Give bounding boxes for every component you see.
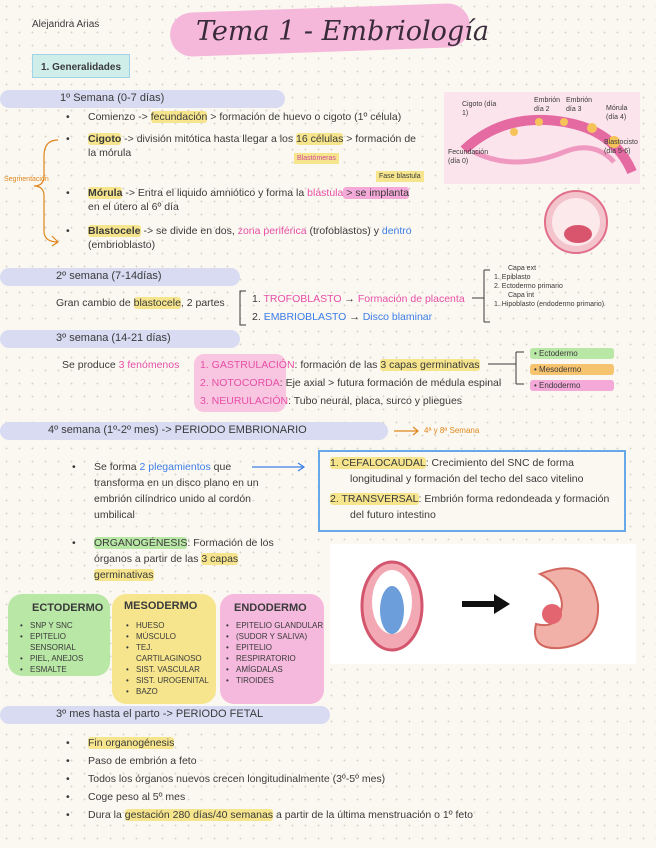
phenomenon-notocorda: 2. NOTOCORDA: Eje axial > futura formaci… [200, 377, 502, 389]
week4-item-1-l4: umbilical [94, 509, 135, 521]
week1-heading: 1º Semana (0-7 días) [60, 92, 165, 104]
label-embrion-3: Embrión día 3 [566, 97, 593, 113]
endo-item: EPITELIO [226, 642, 324, 653]
week2-side-notes: Capa ext 1. Epiblasto 2. Ectodermo prima… [494, 264, 604, 309]
layers-connector [488, 351, 524, 385]
fold-arrow [252, 462, 306, 472]
label-embrion-2: Embrión día 2 [534, 97, 561, 113]
ectodermo-title: ECTODERMO [32, 602, 104, 614]
week2-heading: 2º semana (7-14días) [56, 270, 162, 282]
week1-item-4: Blastocele -> se divide en dos, zona per… [66, 224, 412, 238]
author-name: Alejandra Arias [32, 19, 100, 30]
week4-arrow-note: 4ª y 8ª Semana [424, 426, 480, 435]
fetal-bar: 3º mes hasta el parto -> PERIODO FETAL [0, 706, 330, 724]
week3-pink-highlight [194, 354, 286, 412]
week2-bracket [239, 290, 246, 326]
meso-item: SIST. VASCULAR [126, 664, 216, 675]
embryo-drawing [360, 560, 600, 652]
fold-transversal-cont: del futuro intestino [350, 509, 436, 521]
fold-transversal: 2. TRANSVERSAL: Embrión forma redondeada… [330, 493, 610, 505]
week1-item-3: Mórula -> Entra el liquido amniótico y f… [66, 186, 410, 200]
section-heading: 1. Generalidades [32, 54, 131, 78]
week3-heading: 3º semana (14-21 días) [56, 332, 171, 344]
segmentation-note: Segmentación [4, 176, 49, 183]
week4-item-1: Se forma 2 plegamientos que [72, 460, 231, 474]
endo-item: (SUDOR Y SALIVA) [226, 631, 324, 642]
week4-item-1-l3: embrión cilíndrico unido al cordón [94, 493, 252, 505]
week1-bar: 1º Semana (0-7 días) [0, 90, 285, 108]
fetal-heading: 3º mes hasta el parto -> PERIODO FETAL [56, 708, 264, 720]
week4-item-2-l2: órganos a partir de las 3 capas [94, 553, 239, 565]
week1-item-2: Cigoto -> división mitótica hasta llegar… [66, 132, 416, 146]
page-title: Tema 1 - Embriología [196, 16, 489, 47]
endo-item: AMÍGDALAS [226, 664, 324, 675]
week1-item-1: Comienzo -> fecundación > formación de h… [66, 110, 401, 124]
week4-item-2-l3: germinativas [94, 569, 154, 581]
week1-item-3-cont: en el útero al 6º día [88, 201, 179, 213]
label-cigoto: Cigoto (día 1) [462, 101, 497, 117]
meso-item: BAZO [126, 686, 216, 697]
label-morula: Mórula (día 4) [606, 105, 628, 121]
ectodermo-list: SNP Y SNC EPITELIO SENSORIAL PIEL, ANEJO… [20, 620, 110, 675]
ecto-item: ESMALTE [20, 664, 110, 675]
week2-text: Gran cambio de blastocele, 2 partes [56, 297, 225, 309]
week2-item-embrioblasto: 2. EMBRIOBLASTO → Disco blaminar [252, 311, 433, 323]
week3-text: Se produce 3 fenómenos [62, 359, 180, 371]
ecto-item: EPITELIO SENSORIAL [20, 631, 110, 653]
meso-item: TEJ. CARTILAGINOSO [126, 642, 216, 664]
layer-ectodermo: • Ectodermo [530, 348, 614, 359]
side-note-1: Capa ext [508, 265, 537, 272]
endo-item: TIROIDES [226, 675, 324, 686]
week4-heading: 4º semana (1º-2º mes) -> PERIODO EMBRION… [48, 424, 307, 436]
phenomenon-neurulacion: 3. NEURULACIÓN: Tubo neural, placa, surc… [200, 395, 463, 407]
side-note-4: Capa int [508, 292, 535, 299]
endo-item: EPITELIO GLANDULAR [226, 620, 324, 631]
side-note-2: 1. Epiblasto [494, 274, 531, 281]
week3-bar: 3º semana (14-21 días) [0, 330, 240, 348]
side-note-3: 2. Ectodermo primario [494, 283, 563, 290]
meso-item: HUESO [126, 620, 216, 631]
implantation-diagram: Cigoto (día 1) Embrión día 2 Embrión día… [444, 92, 640, 184]
week4-item-1-l2: transforma en un disco plano en un [94, 477, 259, 489]
endodermo-list: EPITELIO GLANDULAR (SUDOR Y SALIVA) EPIT… [226, 620, 324, 686]
week1-item-2-cont: la mórula [88, 147, 132, 159]
layer-mesodermo: • Mesodermo [530, 364, 614, 375]
endo-item: RESPIRATORIO [226, 653, 324, 664]
week2-item-trofoblasto: 1. TROFOBLASTO → Formación de placenta [252, 293, 465, 305]
phenomenon-gastrulacion: 1. GASTRULACIÓN: formación de las 3 capa… [200, 359, 480, 371]
uterus-drawing [460, 114, 637, 175]
mesodermo-list: HUESO MÚSCULO TEJ. CARTILAGINOSO SIST. V… [126, 620, 216, 697]
fetal-item-3: Todos los órganos nuevos crecen longitud… [66, 772, 385, 786]
endodermo-title: ENDODERMO [234, 602, 307, 614]
label-fecundacion: Fecundación (día 0) [448, 149, 489, 165]
week4-item-2: ORGANOGÉNESIS: Formación de los [72, 536, 274, 550]
meso-item: MÚSCULO [126, 631, 216, 642]
ecto-item: SNP Y SNC [20, 620, 110, 631]
week2-connector [472, 269, 490, 323]
layer-endodermo: • Endodermo [530, 380, 614, 391]
mesodermo-title: MESODERMO [124, 600, 198, 612]
meso-item: SIST. UROGENITAL [126, 675, 216, 686]
embryo-diagram [330, 544, 636, 664]
fetal-item-4: Coge peso al 5º mes [66, 790, 185, 804]
fetal-item-5: Dura la gestación 280 días/40 semanas a … [66, 808, 473, 822]
fold-cefalocaudal: 1. CEFALOCAUDAL: Crecimiento del SNC de … [330, 457, 574, 469]
fase-blastula-label: Fase blastula [376, 171, 424, 182]
week2-bar: 2º semana (7-14días) [0, 268, 240, 286]
side-note-5: 1. Hipoblasto (endodermo primario) [494, 301, 605, 308]
fetal-item-1: Fin organogénesis [66, 736, 175, 750]
week4-arrow [394, 426, 419, 436]
fold-cefalocaudal-cont: longitudinal y formación del techo del s… [350, 473, 584, 485]
blastomeras-note: Blastómeras [294, 153, 339, 164]
segmentation-brace [33, 139, 59, 247]
fetal-item-2: Paso de embrión a feto [66, 754, 196, 768]
label-blastocisto: Blastocisto (día 5-6) [604, 139, 638, 155]
section-heading-text: 1. Generalidades [41, 62, 122, 73]
week1-item-4-cont: (embrioblasto) [88, 239, 156, 251]
week4-bar: 4º semana (1º-2º mes) -> PERIODO EMBRION… [0, 422, 388, 440]
blastocyst-drawing [544, 190, 608, 254]
ecto-item: PIEL, ANEJOS [20, 653, 110, 664]
